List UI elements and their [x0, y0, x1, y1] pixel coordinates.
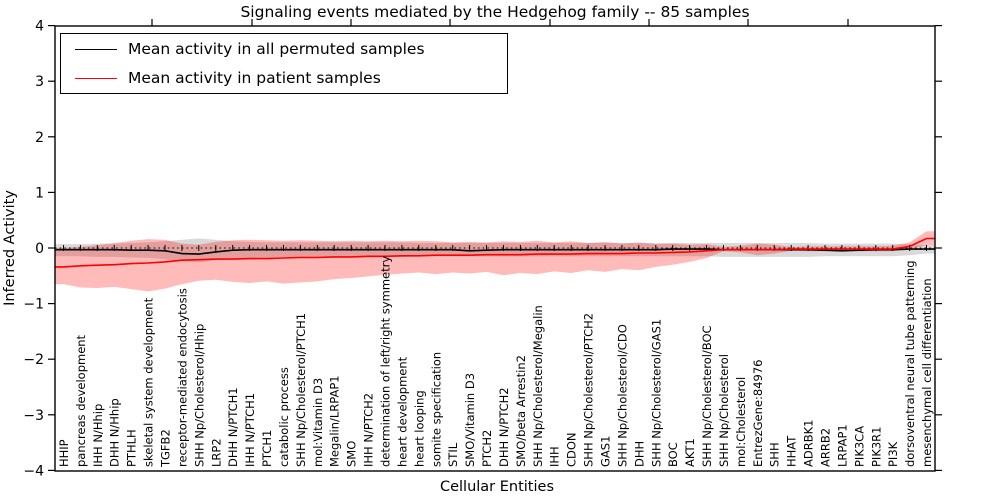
x-category-label: PI3K — [886, 441, 900, 467]
x-category-label: DHH N/PTCH1 — [226, 387, 240, 467]
y-tick-label: 3 — [35, 74, 44, 90]
y-tick-label: −4 — [23, 463, 44, 479]
x-category-label: HHIP — [57, 439, 71, 467]
x-category-label: Megalin/LRPAP1 — [328, 375, 342, 467]
x-category-label: SHH Np/Cholesterol/BOC — [700, 325, 714, 467]
x-category-label: PTCH1 — [260, 430, 274, 467]
x-category-label: HHAT — [785, 435, 799, 467]
chart-title: Signaling events mediated by the Hedgeho… — [240, 3, 750, 21]
x-category-label: determination of left/right symmetry — [379, 256, 393, 467]
legend-item-permuted: Mean activity in all permuted samples — [61, 38, 507, 60]
x-category-label: IHH — [548, 446, 562, 467]
x-category-label: LRPAP1 — [835, 424, 849, 467]
x-category-label: CDON — [565, 432, 579, 467]
x-category-label: DHH N/PTCH2 — [497, 387, 511, 467]
y-tick-label: −1 — [23, 297, 44, 313]
x-category-label: SHH Np/Cholesterol/Hhip — [192, 324, 206, 467]
x-category-label: IHH N/PTCH1 — [243, 393, 257, 467]
legend-item-label: Mean activity in patient samples — [128, 69, 381, 87]
patient-std-band — [55, 231, 935, 292]
x-category-label: PTHLH — [125, 429, 139, 467]
x-category-label: STIL — [446, 442, 460, 467]
x-category-label: heart development — [395, 356, 409, 467]
x-category-label: AKT1 — [683, 438, 697, 467]
x-category-label: SHH — [768, 442, 782, 467]
x-category-label: EntrezGene:84976 — [751, 360, 765, 467]
x-category-label: skeletal system development — [142, 297, 156, 467]
x-category-label: heart looping — [412, 390, 426, 467]
x-category-label: SMO/Vitamin D3 — [463, 373, 477, 467]
x-category-label: IHH N/Hhip — [91, 404, 105, 467]
x-category-label: mol:Vitamin D3 — [311, 378, 325, 467]
x-category-label: IHH N/PTCH2 — [362, 393, 376, 467]
legend: Mean activity in all permuted samples Me… — [60, 33, 508, 94]
y-tick-label: 1 — [35, 185, 44, 201]
y-axis-label: Inferred Activity — [2, 190, 18, 306]
x-category-label: SMO/beta Arrestin2 — [514, 355, 528, 467]
x-category-label: receptor-mediated endocytosis — [175, 288, 189, 467]
legend-item-patient: Mean activity in patient samples — [61, 67, 507, 89]
x-category-label: pancreas development — [74, 334, 88, 467]
x-category-label: ADRBK1 — [802, 420, 816, 467]
y-tick-label: 2 — [35, 130, 44, 146]
x-category-label: PIK3R1 — [869, 427, 883, 468]
y-tick-label: −2 — [23, 352, 44, 368]
x-category-label: dorsoventral neural tube patterning — [903, 260, 917, 467]
y-tick-label: −3 — [23, 408, 44, 424]
x-category-label: SHH Np/Cholesterol/CDO — [615, 324, 629, 467]
y-tick-label: 0 — [35, 241, 44, 257]
x-category-label: SHH Np/Cholesterol/GAS1 — [649, 319, 663, 467]
patient-line-swatch — [75, 77, 117, 79]
x-category-label: DHH — [632, 441, 646, 467]
x-category-label: SHH Np/Cholesterol/PTCH1 — [294, 313, 308, 467]
patient-mean-line — [55, 237, 935, 268]
y-tick-label: 4 — [35, 19, 44, 35]
x-category-label: catabolic process — [277, 367, 291, 467]
x-category-label: SHH Np/Cholesterol/PTCH2 — [582, 313, 596, 467]
x-category-label: PTCH2 — [480, 430, 494, 467]
x-category-label: TGFB2 — [159, 429, 173, 468]
x-category-label: BOC — [666, 442, 680, 467]
x-category-label: GAS1 — [599, 436, 613, 467]
x-category-label: somite specification — [429, 352, 443, 467]
x-category-label: mesenchymal cell differentiation — [920, 278, 934, 467]
x-category-label: SHH Np/Cholesterol — [717, 354, 731, 467]
x-category-label: PIK3CA — [852, 426, 866, 467]
x-category-label: SMO — [345, 441, 359, 467]
permuted-line-swatch — [75, 48, 117, 50]
x-category-label: DHH N/Hhip — [108, 398, 122, 467]
legend-item-label: Mean activity in all permuted samples — [128, 40, 425, 58]
x-category-label: mol:Cholesterol — [734, 377, 748, 467]
x-category-label: LRP2 — [209, 438, 223, 467]
x-category-label: ARRB2 — [819, 428, 833, 467]
x-category-label: SHH Np/Cholesterol/Megalin — [531, 305, 545, 467]
x-axis-label: Cellular Entities — [439, 479, 555, 495]
